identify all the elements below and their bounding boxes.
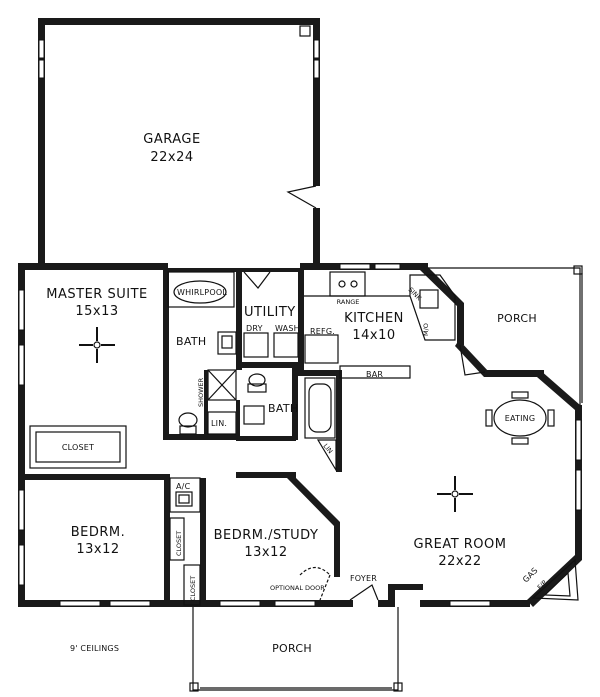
ceilings-note: 9' CEILINGS xyxy=(70,644,119,653)
rear-porch-label: PORCH xyxy=(497,312,537,325)
kitchen-label: KITCHEN xyxy=(344,311,404,326)
foyer-label: FOYER xyxy=(350,574,377,583)
linen-hall-label: LIN xyxy=(321,442,334,455)
study-label: BEDRM./STUDY xyxy=(214,528,319,543)
linen-master-label: LIN. xyxy=(211,419,227,428)
master-suite-label: MASTER SUITE xyxy=(46,287,147,302)
eating-table xyxy=(485,391,555,445)
gas-label: GAS xyxy=(521,566,540,585)
garage-label: GARAGE xyxy=(143,132,200,147)
garage-walls xyxy=(38,18,320,270)
bedroom-size: 13x12 xyxy=(76,542,119,557)
interior-walls xyxy=(25,270,456,606)
front-porch-outline xyxy=(189,607,403,692)
great-room-label: GREAT ROOM xyxy=(414,537,507,552)
microwave-label: M/O xyxy=(422,323,430,336)
doors xyxy=(243,271,486,601)
great-room-size: 22x22 xyxy=(438,554,481,569)
ac-label: A/C xyxy=(176,482,191,491)
range-label: RANGE xyxy=(337,298,360,306)
eating-label: EATING xyxy=(505,414,536,423)
garage-size: 22x24 xyxy=(150,150,193,165)
study-closet-label: CLOSET xyxy=(189,576,197,601)
dryer-label: DRY xyxy=(246,324,263,333)
ceiling-fan-icon xyxy=(437,476,473,512)
optional-door-label: OPTIONAL DOOR xyxy=(270,584,325,592)
kitchen-size: 14x10 xyxy=(352,328,395,343)
utility-label: UTILITY xyxy=(244,305,296,320)
whirlpool-label: WHIRLPOOL xyxy=(177,288,227,297)
front-porch-label: PORCH xyxy=(272,642,312,655)
study-size: 13x12 xyxy=(244,545,287,560)
fireplace xyxy=(531,558,579,601)
ceiling-fan-icon xyxy=(79,327,115,363)
bedroom-label: BEDRM. xyxy=(71,525,126,540)
rear-porch-outline xyxy=(428,265,583,405)
bar-label: BAR xyxy=(366,370,383,379)
bedroom-closet-label: CLOSET xyxy=(175,531,183,556)
sink-label: SINK xyxy=(407,286,424,303)
washer-label: WASH xyxy=(275,324,300,333)
refrigerator-label: REFG. xyxy=(310,327,335,336)
hall-bath-label: BATH xyxy=(268,402,298,415)
shower-label: SHOWER xyxy=(197,377,205,407)
master-bath-label: BATH xyxy=(176,335,206,348)
master-suite-size: 15x13 xyxy=(75,304,118,319)
master-closet-label: CLOSET xyxy=(62,443,94,452)
house-exterior-walls xyxy=(18,263,582,607)
